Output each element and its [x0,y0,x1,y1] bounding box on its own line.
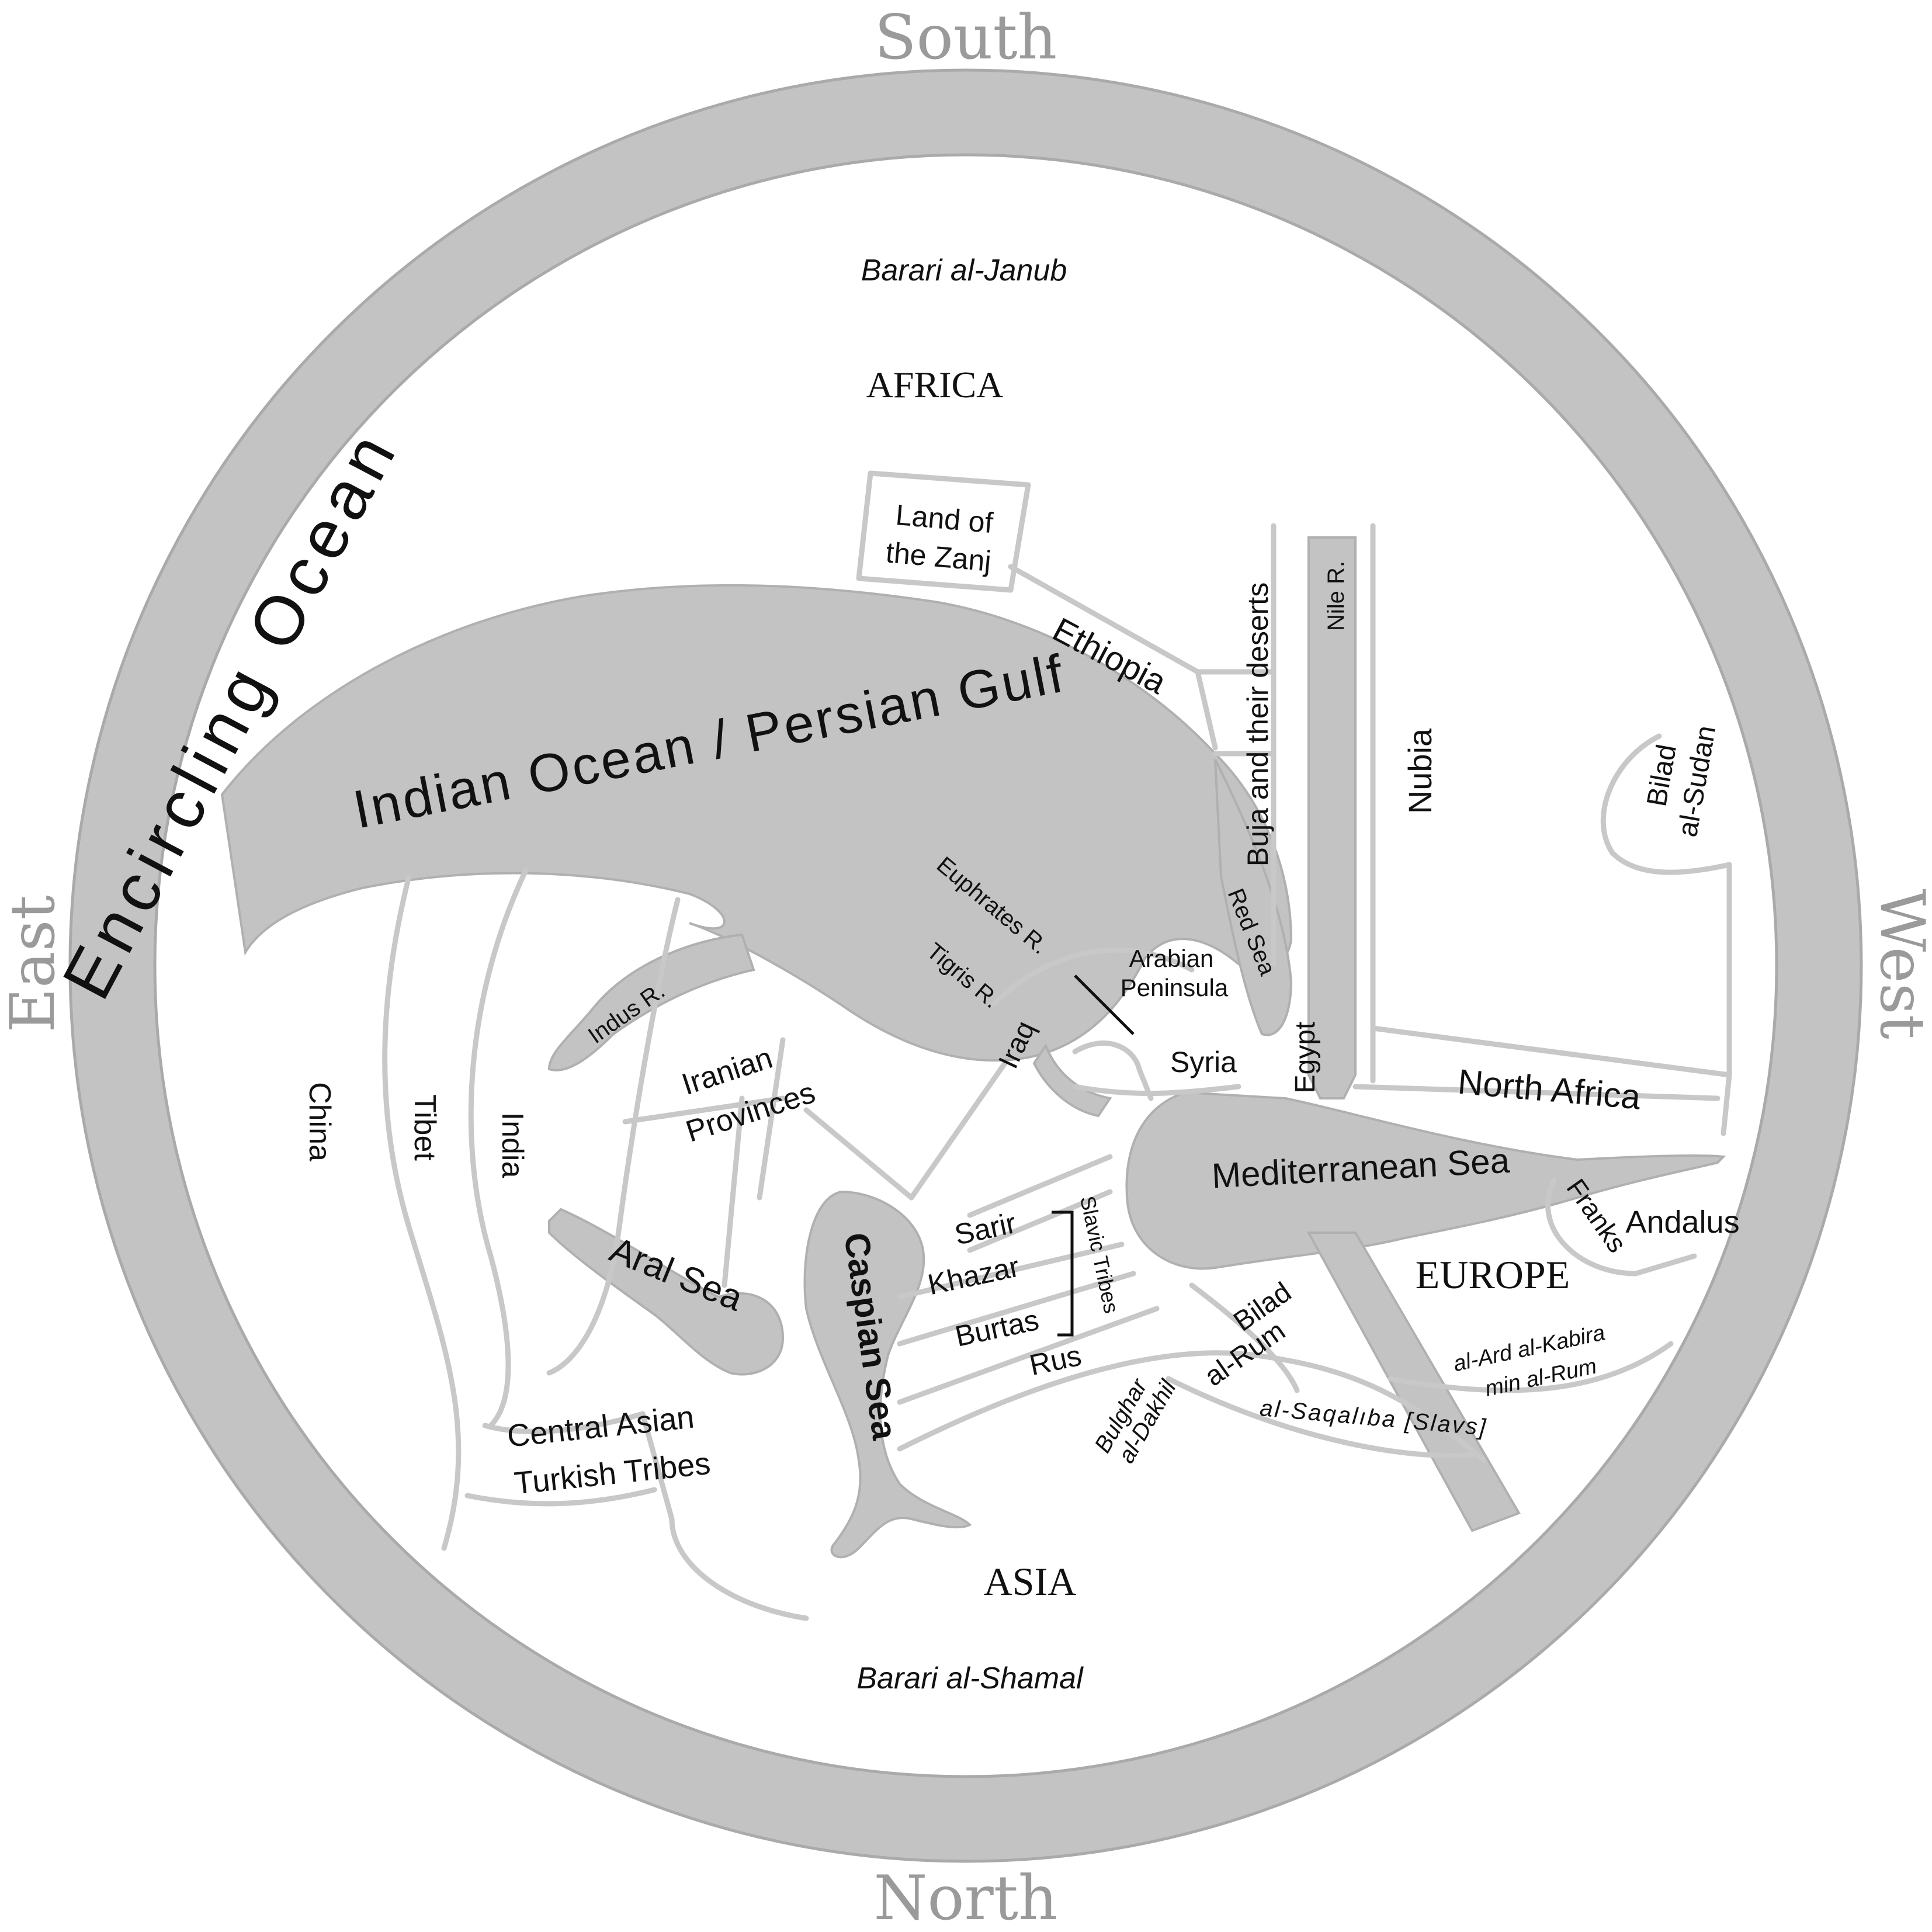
burtas-label: Burtas [952,1303,1042,1353]
syria-label: Syria [1170,1046,1237,1078]
north-africa-label: North Africa [1456,1062,1643,1117]
compass-east: East [0,895,68,1032]
compass-west: West [1867,889,1932,1039]
zanj-label-line2: the Zanj [885,536,993,578]
bilad-sudan-shape [1600,733,1732,875]
central-asian-line1: Central Asian [505,1399,696,1454]
compass-north: North [873,1862,1057,1932]
central-asian-line2: Turkish Tribes [512,1446,712,1501]
zanj-label-line1: Land of [894,498,994,539]
mediterranean-shape [1125,1091,1726,1270]
arabian-label-line2: Peninsula [1121,974,1229,1001]
indian-ocean-shape [220,584,1293,1062]
indus-river-shape [547,933,755,1071]
khazar-label: Khazar [925,1250,1022,1302]
buja-label: Buja and their deserts [1241,582,1274,866]
tibet-label: Tibet [408,1094,442,1161]
region-outlines [382,470,1732,1621]
asia-label: ASIA [984,1559,1077,1604]
nile-river-label: Nile R. [1323,561,1349,631]
bilad-sudan-line1: Bilad [1641,742,1683,809]
barari-shamal-label: Barari al-Shamal [856,1662,1084,1695]
africa-label: AFRICA [866,364,1004,405]
caspian-sea-shape [803,1190,972,1559]
barari-janub-label: Barari al-Janub [861,254,1067,287]
nile-river-shape [1307,536,1357,1099]
sarir-label: Sarir [952,1206,1019,1251]
slavic-tribes-bracket [1052,1210,1074,1337]
china-label: China [303,1082,337,1161]
encircling-ocean-ring [68,68,1863,1863]
aral-sea-shape [548,1208,785,1376]
bilad-sudan-line2: al-Sudan [1672,723,1722,839]
arabian-label-line1: Arabian [1129,945,1214,972]
iraq-gulf-shape [1032,1043,1112,1118]
compass-south: South [875,2,1057,73]
europe-label: EUROPE [1416,1253,1570,1297]
nubia-label: Nubia [1402,728,1438,814]
india-label: India [495,1112,529,1178]
egypt-label: Egypt [1290,1022,1321,1094]
arabian-pointer-line [1074,974,1135,1035]
andalus-label: Andalus [1625,1205,1739,1240]
